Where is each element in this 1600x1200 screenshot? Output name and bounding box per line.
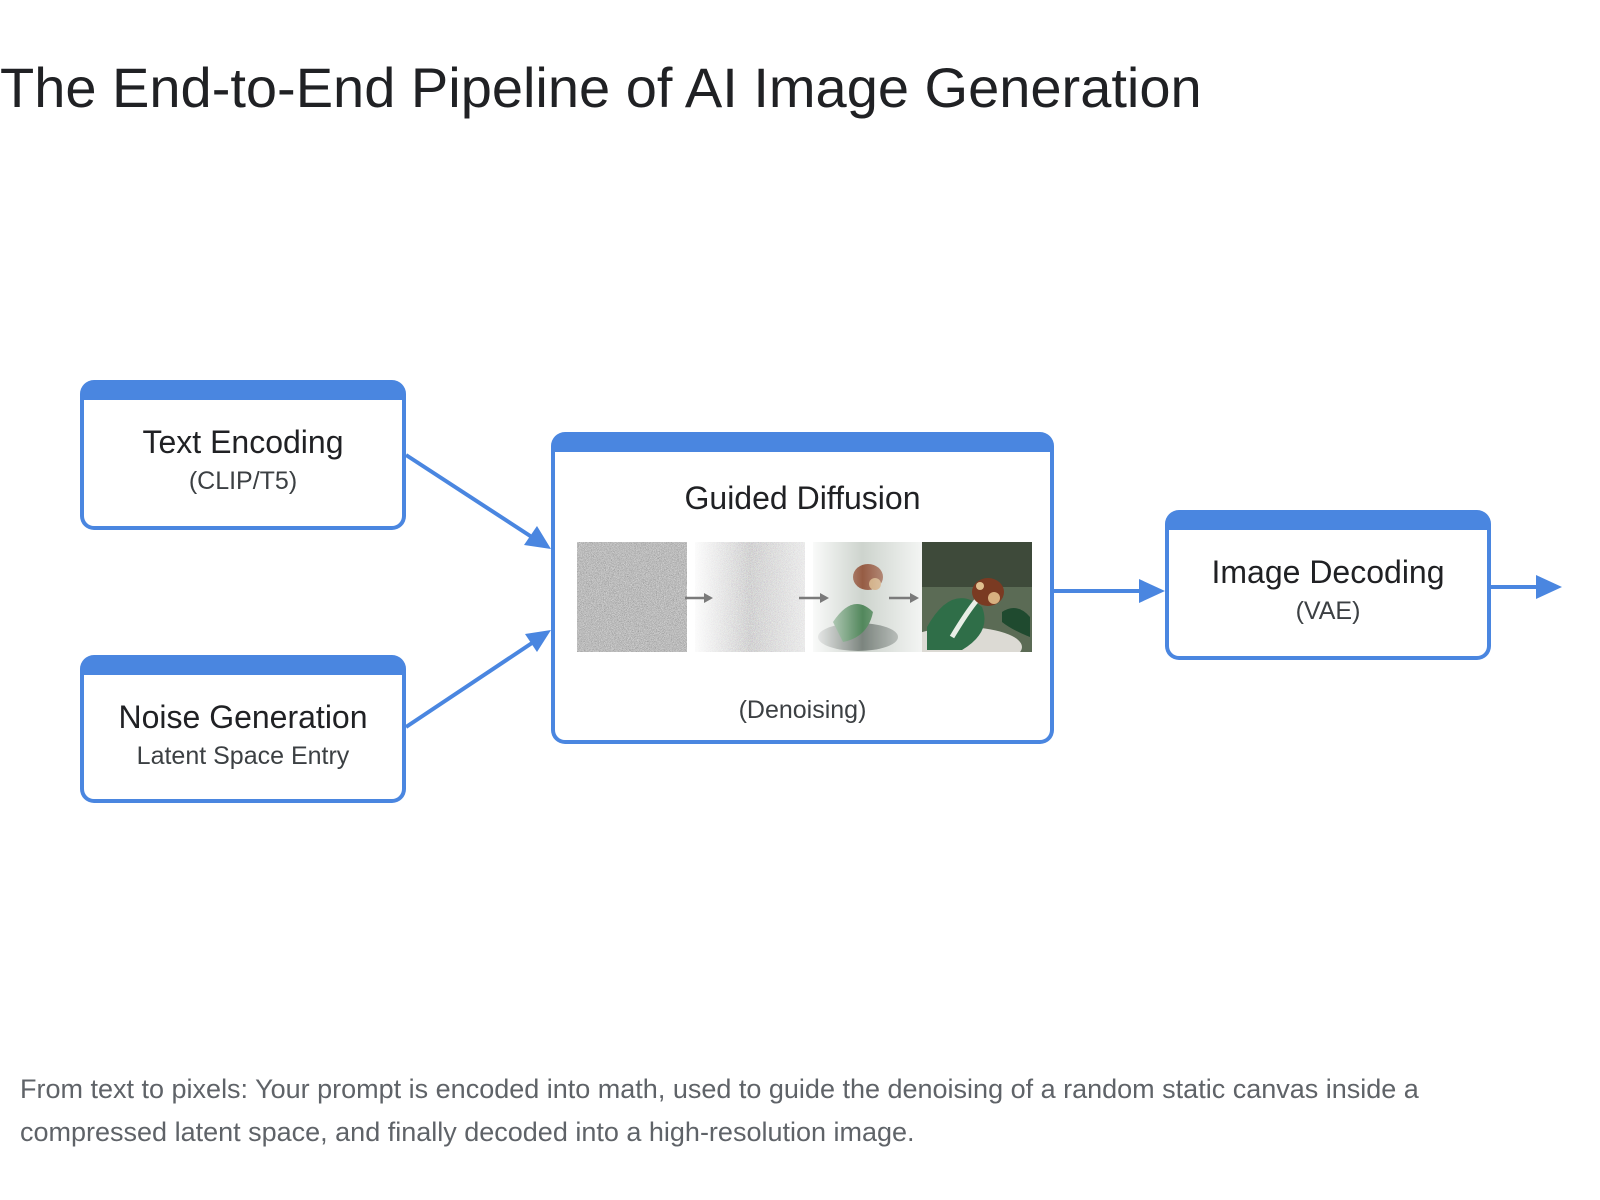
image-decoding-node: Image Decoding (VAE) bbox=[1165, 510, 1491, 660]
text-encoding-node: Text Encoding (CLIP/T5) bbox=[80, 380, 406, 530]
page-title: The End-to-End Pipeline of AI Image Gene… bbox=[0, 56, 1202, 119]
final-image-frame bbox=[922, 542, 1032, 652]
partial-noise-frame-image bbox=[695, 542, 805, 652]
arrowhead-noise bbox=[525, 630, 551, 652]
noise-frame-image bbox=[577, 542, 687, 652]
frame-transition-arrows bbox=[685, 593, 919, 603]
figure-caption: From text to pixels: Your prompt is enco… bbox=[20, 1074, 1419, 1147]
arrowhead-output bbox=[1536, 575, 1562, 599]
noise-generation-node: Noise Generation Latent Space Entry bbox=[80, 655, 406, 803]
guided-diffusion-title: Guided Diffusion bbox=[684, 480, 921, 516]
noise-generation-title: Noise Generation bbox=[118, 699, 368, 735]
guided-diffusion-subtitle: (Denoising) bbox=[738, 696, 867, 724]
arrow-text-to-diffusion bbox=[404, 453, 543, 545]
arrowhead-diffusion bbox=[1139, 579, 1165, 603]
noise-generation-subtitle: Latent Space Entry bbox=[136, 742, 350, 770]
image-decoding-title: Image Decoding bbox=[1211, 554, 1445, 590]
arrow-noise-to-diffusion bbox=[404, 635, 543, 729]
text-encoding-title: Text Encoding bbox=[142, 424, 344, 460]
text-encoding-subtitle: (CLIP/T5) bbox=[188, 467, 298, 495]
diffusion-frames bbox=[577, 542, 1032, 654]
arrowhead-text bbox=[524, 526, 551, 549]
guided-diffusion-node: Guided Diffusion bbox=[551, 432, 1054, 744]
image-decoding-subtitle: (VAE) bbox=[1295, 597, 1361, 625]
